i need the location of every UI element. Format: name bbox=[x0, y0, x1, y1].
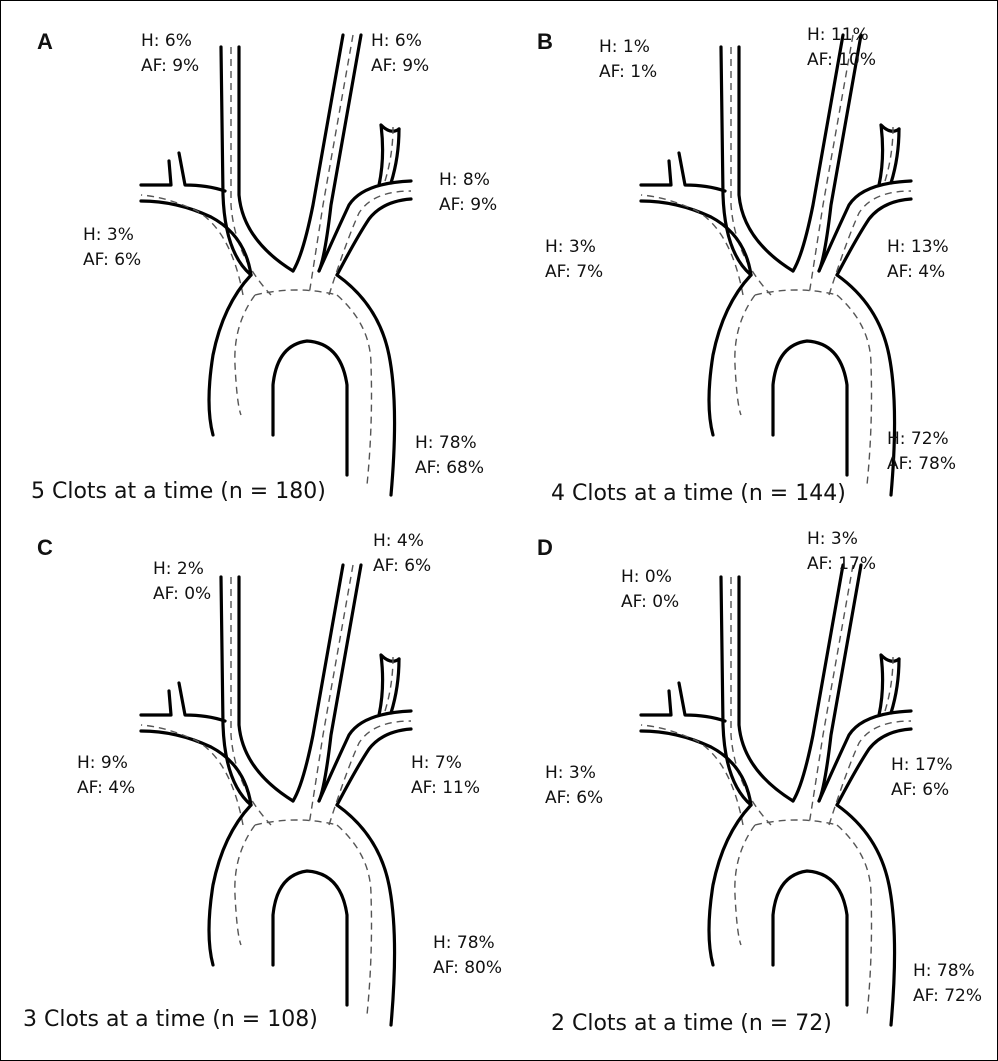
af-value: AF: 9% bbox=[141, 54, 199, 79]
label-right-common-carotid: H: 11% AF: 10% bbox=[807, 23, 876, 73]
panel-b: B H: 1% AF: 1% H: 11% AF: 10% H: 3% AF: … bbox=[507, 5, 997, 525]
h-value: H: 17% bbox=[891, 753, 953, 778]
label-left-subclavian: H: 3% AF: 7% bbox=[545, 235, 603, 285]
label-descending-aorta: H: 78% AF: 80% bbox=[433, 931, 502, 981]
label-descending-aorta: H: 78% AF: 68% bbox=[415, 431, 484, 481]
af-value: AF: 4% bbox=[887, 260, 949, 285]
h-value: H: 3% bbox=[545, 761, 603, 786]
h-value: H: 8% bbox=[439, 168, 497, 193]
h-value: H: 0% bbox=[621, 565, 679, 590]
label-right-subclavian: H: 13% AF: 4% bbox=[887, 235, 949, 285]
label-descending-aorta: H: 72% AF: 78% bbox=[887, 427, 956, 477]
af-value: AF: 7% bbox=[545, 260, 603, 285]
panel-letter: C bbox=[37, 535, 53, 561]
label-left-subclavian: H: 3% AF: 6% bbox=[545, 761, 603, 811]
af-value: AF: 9% bbox=[439, 193, 497, 218]
label-right-subclavian: H: 17% AF: 6% bbox=[891, 753, 953, 803]
af-value: AF: 68% bbox=[415, 456, 484, 481]
panel-letter: D bbox=[537, 535, 553, 561]
panel-caption: 4 Clots at a time (n = 144) bbox=[551, 481, 846, 506]
af-value: AF: 6% bbox=[373, 554, 431, 579]
panel-caption: 3 Clots at a time (n = 108) bbox=[23, 1007, 318, 1032]
label-left-common-carotid: H: 6% AF: 9% bbox=[141, 29, 199, 79]
panel-caption: 2 Clots at a time (n = 72) bbox=[551, 1011, 832, 1036]
af-value: AF: 72% bbox=[913, 984, 982, 1009]
h-value: H: 1% bbox=[599, 35, 657, 60]
af-value: AF: 6% bbox=[891, 778, 953, 803]
h-value: H: 9% bbox=[77, 751, 135, 776]
label-right-subclavian: H: 7% AF: 11% bbox=[411, 751, 480, 801]
label-right-common-carotid: H: 6% AF: 9% bbox=[371, 29, 429, 79]
h-value: H: 2% bbox=[153, 557, 211, 582]
panel-letter: B bbox=[537, 29, 553, 55]
af-value: AF: 9% bbox=[371, 54, 429, 79]
label-left-common-carotid: H: 2% AF: 0% bbox=[153, 557, 211, 607]
h-value: H: 6% bbox=[371, 29, 429, 54]
h-value: H: 7% bbox=[411, 751, 480, 776]
h-value: H: 72% bbox=[887, 427, 956, 452]
h-value: H: 78% bbox=[433, 931, 502, 956]
h-value: H: 78% bbox=[913, 959, 982, 984]
panel-c: C H: 2% AF: 0% H: 4% AF: 6% H: 9% AF: 4%… bbox=[7, 535, 497, 1055]
h-value: H: 13% bbox=[887, 235, 949, 260]
h-value: H: 3% bbox=[807, 527, 876, 552]
af-value: AF: 0% bbox=[153, 582, 211, 607]
af-value: AF: 78% bbox=[887, 452, 956, 477]
af-value: AF: 10% bbox=[807, 48, 876, 73]
panel-a: A H: 6% AF: 9% H: 6% AF: 9% H: 3% AF: 6%… bbox=[7, 5, 497, 525]
panel-d: D H: 0% AF: 0% H: 3% AF: 17% H: 3% AF: 6… bbox=[507, 535, 997, 1055]
panel-caption: 5 Clots at a time (n = 180) bbox=[31, 479, 326, 504]
af-value: AF: 6% bbox=[545, 786, 603, 811]
label-right-common-carotid: H: 3% AF: 17% bbox=[807, 527, 876, 577]
af-value: AF: 6% bbox=[83, 248, 141, 273]
panel-letter: A bbox=[37, 29, 53, 55]
h-value: H: 78% bbox=[415, 431, 484, 456]
af-value: AF: 0% bbox=[621, 590, 679, 615]
h-value: H: 11% bbox=[807, 23, 876, 48]
label-descending-aorta: H: 78% AF: 72% bbox=[913, 959, 982, 1009]
h-value: H: 4% bbox=[373, 529, 431, 554]
label-left-subclavian: H: 9% AF: 4% bbox=[77, 751, 135, 801]
h-value: H: 6% bbox=[141, 29, 199, 54]
af-value: AF: 17% bbox=[807, 552, 876, 577]
af-value: AF: 4% bbox=[77, 776, 135, 801]
af-value: AF: 80% bbox=[433, 956, 502, 981]
h-value: H: 3% bbox=[545, 235, 603, 260]
af-value: AF: 1% bbox=[599, 60, 657, 85]
label-left-subclavian: H: 3% AF: 6% bbox=[83, 223, 141, 273]
label-left-common-carotid: H: 1% AF: 1% bbox=[599, 35, 657, 85]
af-value: AF: 11% bbox=[411, 776, 480, 801]
label-right-common-carotid: H: 4% AF: 6% bbox=[373, 529, 431, 579]
h-value: H: 3% bbox=[83, 223, 141, 248]
label-right-subclavian: H: 8% AF: 9% bbox=[439, 168, 497, 218]
label-left-common-carotid: H: 0% AF: 0% bbox=[621, 565, 679, 615]
